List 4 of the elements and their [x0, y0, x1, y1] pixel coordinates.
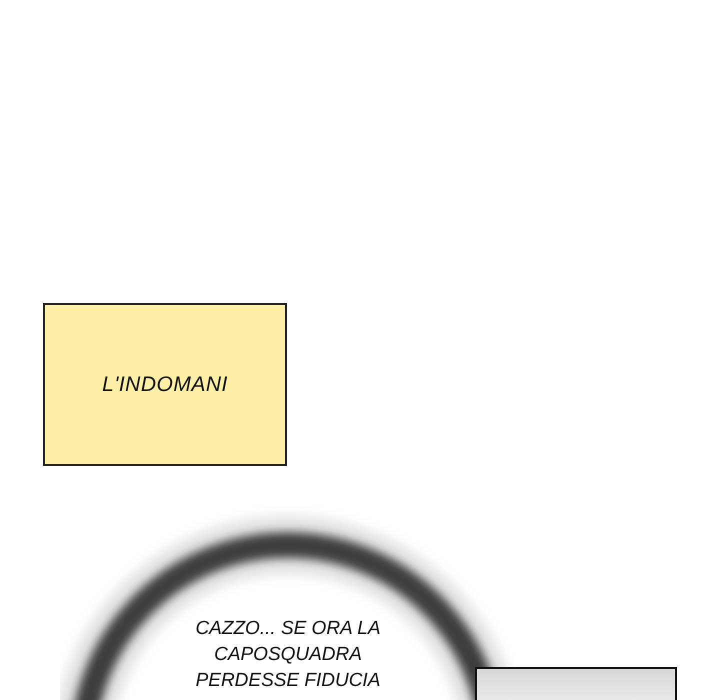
caption-text: L'INDOMANI — [102, 372, 228, 396]
thought-text: CAZZO... SE ORA LA CAPOSQUADRA PERDESSE FIDUCIA — [194, 617, 382, 693]
panel-frame — [475, 667, 677, 700]
caption-box — [43, 303, 287, 466]
